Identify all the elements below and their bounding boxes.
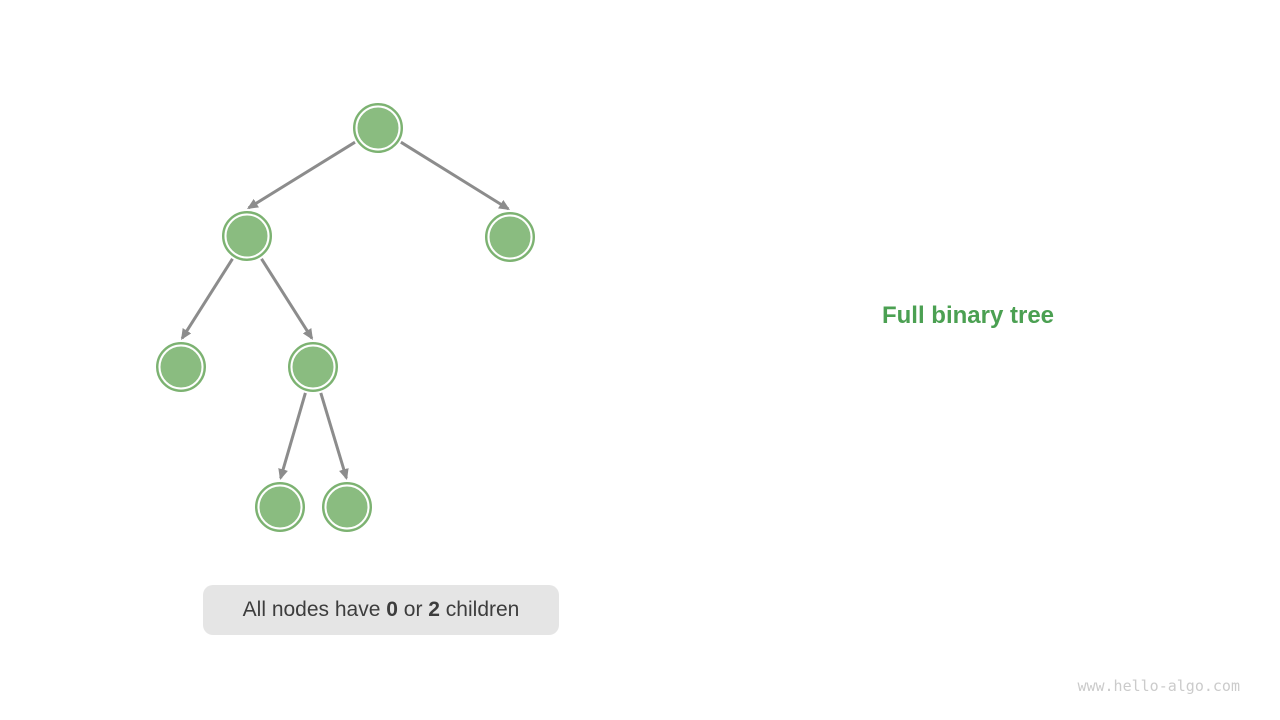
tree-edge [400, 140, 510, 211]
caption-bold-number: 2 [428, 598, 440, 621]
caption-fragment: or [397, 598, 429, 621]
caption-pill: All nodes have 0 or 2 children [203, 585, 559, 635]
tree-edge [278, 392, 307, 481]
caption-fragment: children [439, 598, 520, 621]
tree-edge [180, 257, 234, 340]
tree-nodes [156, 103, 535, 532]
caption-fragment: All nodes have [242, 598, 387, 621]
tree-edge [246, 140, 356, 210]
tree-node-left [222, 211, 272, 261]
tree-edge [260, 257, 314, 340]
tree-node-left-right-right [322, 482, 372, 532]
tree-edges [180, 140, 510, 481]
caption-text: All nodes have 0 or 2 children [243, 598, 520, 622]
tree-edge [319, 392, 349, 481]
tree-node-left-right-left [255, 482, 305, 532]
watermark-text: www.hello-algo.com [1077, 677, 1240, 695]
tree-node-left-right [288, 342, 338, 392]
tree-node-root [353, 103, 403, 153]
tree-node-right [485, 212, 535, 262]
caption-bold-number: 0 [386, 598, 398, 621]
diagram-title: Full binary tree [881, 302, 1055, 329]
tree-node-left-left [156, 342, 206, 392]
